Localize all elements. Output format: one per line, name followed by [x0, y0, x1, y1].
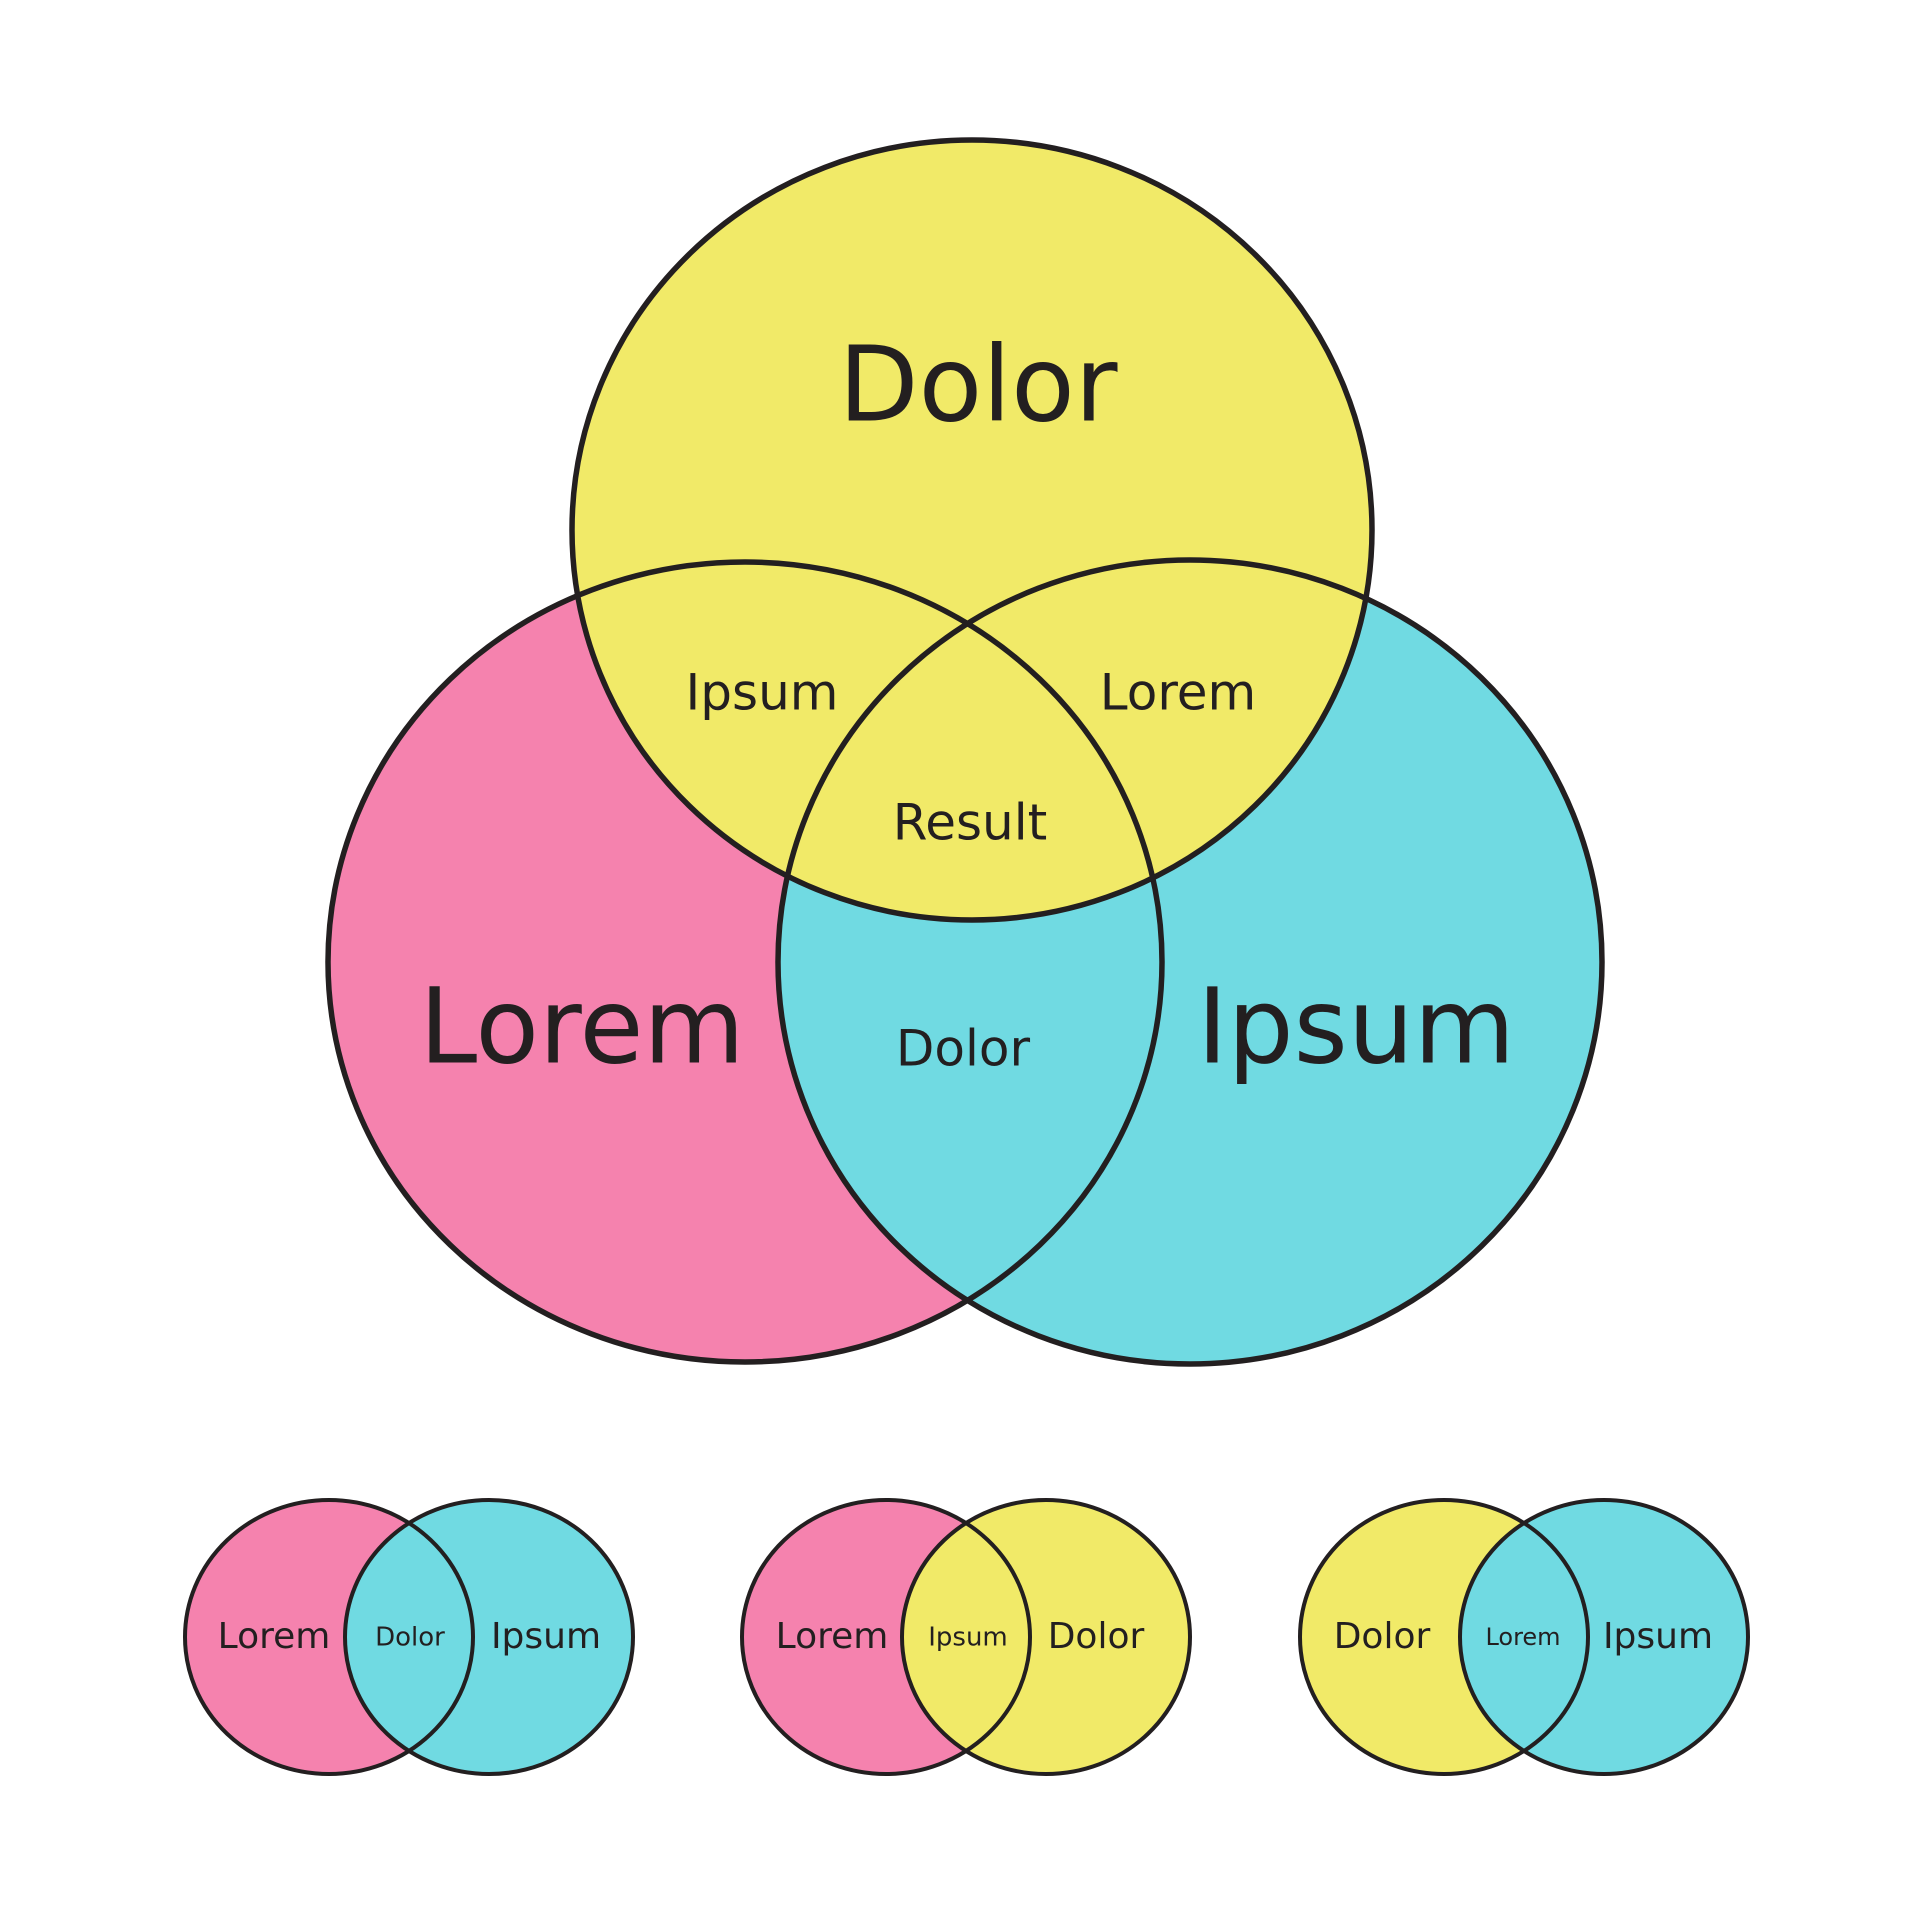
main-left-circle-outline [325, 559, 1165, 1365]
main-venn-diagram: Dolor Lorem Ipsum Ipsum Lorem Result Dol… [325, 137, 1605, 1367]
main-top-circle-outline [569, 137, 1375, 923]
small-venn-3-right-outline [1458, 1498, 1750, 1776]
small-venn-2-right-label: Dolor [1048, 1616, 1145, 1657]
main-right-circle-outline [775, 557, 1605, 1367]
small-venn-1-right-label: Ipsum [491, 1616, 601, 1657]
main-left-label: Lorem [419, 965, 745, 1087]
small-venn-1-right-outline [343, 1498, 635, 1776]
small-venn-1-overlap-label: Dolor [375, 1623, 445, 1653]
small-venn-1-left-label: Lorem [218, 1616, 331, 1657]
small-venn-3-overlap-region [1460, 1500, 1588, 1774]
small-venn-3-left-label: Dolor [1334, 1616, 1431, 1657]
small-venn-2-overlap-region [902, 1500, 1030, 1774]
main-center-label: Result [893, 794, 1048, 852]
small-venn-1-left-outline [183, 1498, 475, 1776]
small-venn-2-left-outline [740, 1498, 1032, 1776]
small-venn-1-overlap-region [345, 1500, 473, 1774]
small-venn-3-left-outline [1298, 1498, 1590, 1776]
main-top-circle [572, 140, 1372, 920]
small-venn-3-right-label: Ipsum [1603, 1616, 1713, 1657]
small-venn-2-right-outline [900, 1498, 1192, 1776]
small-venn-3: Dolor Lorem Ipsum [1298, 1498, 1750, 1776]
main-right-label: Ipsum [1197, 965, 1515, 1087]
small-venn-3-overlap-label: Lorem [1485, 1623, 1560, 1651]
main-top-left-overlap-label: Ipsum [686, 664, 839, 722]
main-top-label: Dolor [839, 323, 1118, 445]
small-venn-2-overlap-label: Ipsum [928, 1623, 1008, 1653]
small-venn-2: Lorem Ipsum Dolor [740, 1498, 1192, 1776]
main-top-right-overlap-label: Lorem [1100, 664, 1257, 722]
main-bottom-overlap-label: Dolor [896, 1020, 1031, 1078]
small-venn-1: Lorem Dolor Ipsum [183, 1498, 635, 1776]
small-venn-2-left-label: Lorem [776, 1616, 889, 1657]
